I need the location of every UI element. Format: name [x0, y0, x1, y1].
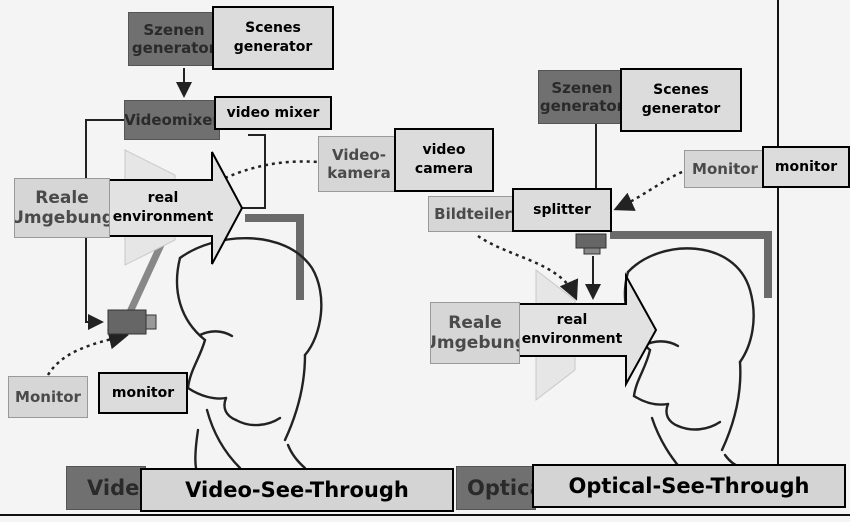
left-orig-video-camera-text: Video- kamera [327, 146, 391, 182]
right-orig-scenes-generator-box: Szenen generator [538, 70, 626, 124]
left-hmd-frame [245, 214, 304, 300]
right-orig-real-environment-text: Reale Umgebung [431, 313, 519, 353]
right-scenes-generator-label: Scenes generator [620, 68, 742, 132]
right-orig-splitter-box: Bildteiler [428, 196, 518, 232]
right-head-illustration [623, 247, 755, 470]
right-title-text: Optical-See-Through [568, 474, 810, 498]
left-monitor-label: monitor [98, 372, 188, 414]
left-scenes-generator-text: Scenes generator [233, 20, 313, 55]
left-real-environment-text: real environment [112, 190, 214, 225]
left-head-illustration [175, 237, 323, 470]
left-scenes-generator-label: Scenes generator [212, 6, 334, 70]
left-video-camera-label: video camera [394, 128, 494, 192]
left-orig-title-text: Video-See-Through [87, 476, 145, 500]
left-orig-scenes-generator-box: Szenen generator [128, 12, 220, 66]
left-orig-title-box: Video-See-Through [66, 466, 146, 510]
left-video-mixer-label: video mixer [214, 96, 332, 130]
right-orig-real-environment-box: Reale Umgebung [430, 302, 520, 364]
right-scenes-generator-text: Scenes generator [641, 82, 721, 117]
right-orig-title-text: Optical-See-Through [467, 476, 535, 500]
right-splitter-text: splitter [533, 201, 591, 218]
left-orig-monitor-text: Monitor [15, 388, 81, 406]
left-video-camera-text: video camera [414, 142, 474, 177]
right-orig-title-box: Optical-See-Through [456, 466, 536, 510]
right-orig-monitor-box: Monitor [684, 150, 766, 188]
left-orig-real-environment-text: Reale Umgebung [14, 188, 110, 228]
right-real-environment-label: real environment [516, 306, 628, 354]
left-camera-feed-line [240, 134, 266, 209]
left-orig-video-mixer-box: Videomixer [124, 100, 220, 140]
left-monitor-dotted-link [46, 329, 129, 376]
left-video-mixer-text: video mixer [226, 104, 320, 121]
right-real-environment-arrow [513, 272, 658, 388]
right-splitter-dotted-link [477, 234, 579, 301]
right-display-device [575, 233, 607, 249]
right-title-label: Optical-See-Through [532, 464, 846, 508]
left-display-lens [145, 314, 157, 330]
right-hmd-frame [610, 231, 772, 298]
left-real-environment-label: real environment [106, 182, 220, 234]
right-orig-scenes-generator-text: Szenen generator [539, 79, 625, 115]
left-orig-monitor-box: Monitor [8, 376, 88, 418]
left-monitor-text: monitor [111, 384, 175, 401]
left-title-text: Video-See-Through [185, 478, 409, 502]
left-orig-real-environment-box: Reale Umgebung [14, 178, 110, 238]
left-display-device [107, 309, 147, 335]
left-hmd-arm [126, 234, 169, 314]
right-orig-monitor-text: Monitor [692, 160, 758, 178]
left-orig-video-camera-box: Video- kamera [318, 136, 400, 192]
left-camera-dotted-link [224, 160, 319, 180]
right-splitter-label: splitter [512, 188, 612, 232]
right-monitor-text: monitor [774, 158, 838, 175]
right-monitor-label: monitor [762, 146, 850, 188]
right-orig-splitter-text: Bildteiler [434, 205, 512, 223]
left-real-environment-arrow [103, 151, 244, 265]
right-monitor-dotted-link [613, 170, 683, 211]
right-real-environment-text: real environment [521, 312, 623, 347]
left-title-label: Video-See-Through [140, 468, 454, 512]
left-orig-video-mixer-text: Videomixer [124, 111, 220, 129]
right-display-lens [583, 247, 601, 255]
left-orig-scenes-generator-text: Szenen generator [131, 21, 217, 57]
